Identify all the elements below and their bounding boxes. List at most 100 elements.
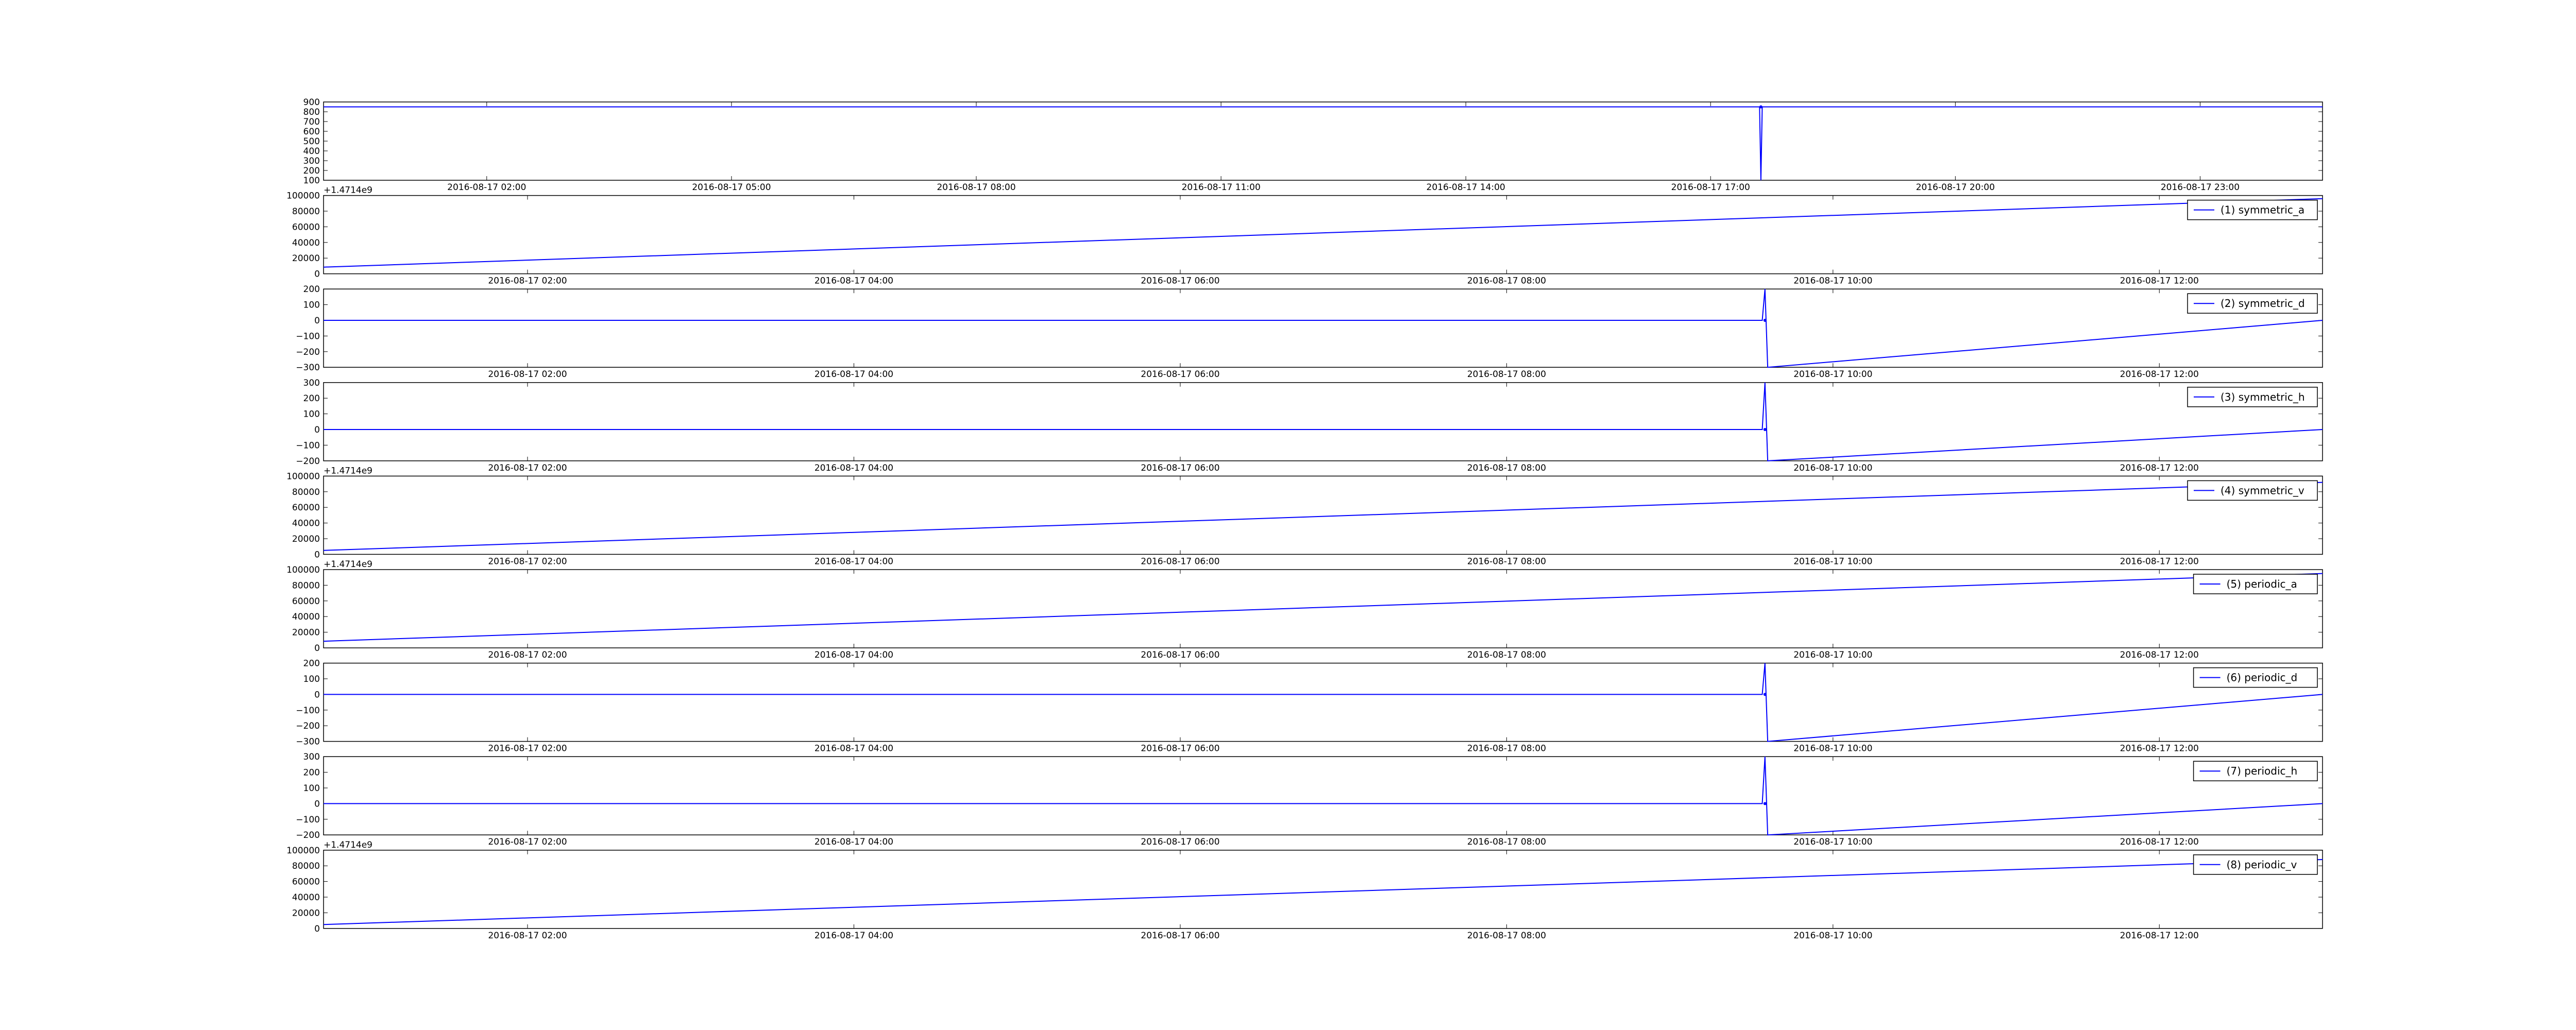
axes-frame xyxy=(323,662,2323,742)
x-tick-label: 2016-08-17 10:00 xyxy=(1793,650,1872,660)
y-tick-label: 40000 xyxy=(292,519,320,529)
x-tick-label: 2016-08-17 06:00 xyxy=(1141,744,1219,754)
y-tick-label: 100000 xyxy=(286,191,320,201)
y-tick-label: 0 xyxy=(314,643,320,654)
x-tick-label: 2016-08-17 12:00 xyxy=(2120,744,2199,754)
y-tick-label: 100000 xyxy=(286,846,320,856)
series-line xyxy=(324,663,2323,742)
y-tick-label: 100 xyxy=(303,300,320,311)
y-tick-label: −100 xyxy=(296,331,320,341)
x-tick-label: 2016-08-17 08:00 xyxy=(1467,369,1546,380)
x-tick-label: 2016-08-17 04:00 xyxy=(815,931,893,941)
y-tick-label: 60000 xyxy=(292,503,320,513)
y-tick-label: 0 xyxy=(314,690,320,700)
x-tick-label: 2016-08-17 04:00 xyxy=(815,650,893,660)
x-tick-label: 2016-08-17 10:00 xyxy=(1793,744,1872,754)
y-tick-label: 200 xyxy=(303,166,320,176)
y-tick-label: 600 xyxy=(303,127,320,137)
legend-label: (5) periodic_a xyxy=(2227,578,2297,590)
axes-frame xyxy=(323,195,2323,274)
x-tick-label: 2016-08-17 08:00 xyxy=(1467,463,1546,473)
series-line xyxy=(324,382,2323,461)
y-tick-label: 0 xyxy=(314,269,320,280)
x-tick-label: 2016-08-17 11:00 xyxy=(1181,182,1260,193)
x-tick-label: 2016-08-17 04:00 xyxy=(815,276,893,286)
series-line xyxy=(323,482,2323,551)
y-tick-label: 0 xyxy=(314,550,320,560)
x-tick-label: 2016-08-17 23:00 xyxy=(2161,182,2240,193)
legend-label: (7) periodic_h xyxy=(2227,765,2298,777)
x-tick-label: 2016-08-17 20:00 xyxy=(1916,182,1995,193)
series-marker xyxy=(1763,428,1767,431)
series-marker xyxy=(1763,693,1767,696)
legend-label: (3) symmetric_h xyxy=(2221,391,2305,403)
x-tick-label: 2016-08-17 08:00 xyxy=(1467,276,1546,286)
y-tick-label: 0 xyxy=(314,316,320,326)
series-line xyxy=(324,106,2323,181)
axes-frame xyxy=(323,756,2323,835)
x-tick-label: 2016-08-17 04:00 xyxy=(815,369,893,380)
y-tick-label: −200 xyxy=(296,347,320,357)
x-tick-label: 2016-08-17 04:00 xyxy=(815,744,893,754)
x-tick-label: 2016-08-17 06:00 xyxy=(1141,369,1219,380)
y-tick-label: 700 xyxy=(303,117,320,127)
y-offset-label: +1.4714e9 xyxy=(324,559,372,570)
x-tick-label: 2016-08-17 12:00 xyxy=(2120,369,2199,380)
x-tick-label: 2016-08-17 04:00 xyxy=(815,556,893,566)
y-tick-label: 60000 xyxy=(292,222,320,232)
y-tick-label: −100 xyxy=(296,706,320,716)
x-tick-label: 2016-08-17 12:00 xyxy=(2120,650,2199,660)
y-tick-label: 100 xyxy=(303,409,320,420)
y-tick-label: 900 xyxy=(303,97,320,108)
x-tick-label: 2016-08-17 12:00 xyxy=(2120,556,2199,566)
x-tick-label: 2016-08-17 02:00 xyxy=(488,650,567,660)
y-tick-label: 20000 xyxy=(292,253,320,264)
series-line xyxy=(323,859,2323,925)
x-tick-label: 2016-08-17 10:00 xyxy=(1793,556,1872,566)
y-tick-label: 80000 xyxy=(292,861,320,871)
x-tick-label: 2016-08-17 02:00 xyxy=(488,556,567,566)
x-tick-label: 2016-08-17 06:00 xyxy=(1141,650,1219,660)
y-tick-label: 200 xyxy=(303,659,320,669)
y-tick-label: 300 xyxy=(303,752,320,762)
y-tick-label: 0 xyxy=(314,799,320,809)
y-tick-label: 100 xyxy=(303,783,320,794)
y-tick-label: −100 xyxy=(296,815,320,825)
y-tick-label: 300 xyxy=(303,156,320,166)
y-tick-label: 20000 xyxy=(292,908,320,918)
x-tick-label: 2016-08-17 08:00 xyxy=(1467,931,1546,941)
x-tick-label: 2016-08-17 06:00 xyxy=(1141,931,1219,941)
x-tick-label: 2016-08-17 08:00 xyxy=(1467,650,1546,660)
y-tick-label: 800 xyxy=(303,107,320,117)
axes-frame xyxy=(323,475,2323,555)
series-line xyxy=(324,757,2323,836)
y-tick-label: −100 xyxy=(296,440,320,451)
y-tick-label: 100 xyxy=(303,674,320,684)
x-tick-label: 2016-08-17 02:00 xyxy=(488,931,567,941)
x-tick-label: 2016-08-17 04:00 xyxy=(815,837,893,847)
legend-label: (4) symmetric_v xyxy=(2221,484,2304,496)
x-tick-label: 2016-08-17 10:00 xyxy=(1793,369,1872,380)
x-tick-label: 2016-08-17 06:00 xyxy=(1141,837,1219,847)
x-tick-label: 2016-08-17 06:00 xyxy=(1141,556,1219,566)
y-tick-label: −300 xyxy=(296,737,320,747)
x-tick-label: 2016-08-17 10:00 xyxy=(1793,837,1872,847)
y-tick-label: −200 xyxy=(296,721,320,731)
y-tick-label: 300 xyxy=(303,378,320,388)
y-tick-label: 60000 xyxy=(292,596,320,607)
y-tick-label: 20000 xyxy=(292,534,320,544)
y-tick-label: 100 xyxy=(303,176,320,186)
x-tick-label: 2016-08-17 08:00 xyxy=(1467,556,1546,566)
y-tick-label: 40000 xyxy=(292,612,320,622)
y-offset-label: +1.4714e9 xyxy=(324,840,372,850)
y-tick-label: 80000 xyxy=(292,580,320,591)
axes-frame xyxy=(323,569,2323,648)
